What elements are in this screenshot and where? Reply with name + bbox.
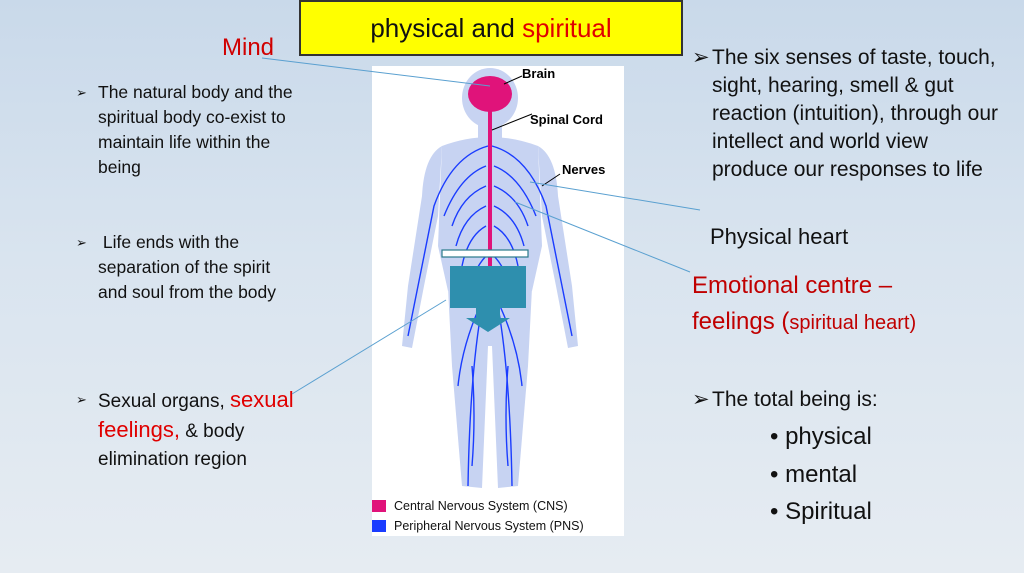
brain-pointer	[503, 75, 523, 85]
title-text-part1: physical and	[370, 12, 523, 43]
arrow-bullet-icon: ➢	[76, 85, 87, 100]
pns-swatch	[372, 520, 386, 532]
cns-swatch	[372, 500, 386, 512]
arrow-bullet-icon: ➢	[76, 392, 87, 407]
nerves-label: Nerves	[562, 162, 605, 177]
title-text-spiritual: spiritual	[522, 12, 612, 43]
nervous-system-figure: Brain Spinal Cord Nerves	[372, 66, 624, 536]
total-being-list: physical mental Spiritual	[770, 418, 872, 531]
left-bullet-2-text: Life ends with the separation of the spi…	[98, 232, 277, 302]
sexual-organs-region-marker	[450, 266, 526, 332]
senses-text: The six senses of taste, touch, sight, h…	[712, 46, 998, 181]
total-being-heading: ➢ The total being is:	[692, 386, 972, 414]
emotional-line-2a: feelings (	[692, 308, 790, 335]
left-bullet-1: ➢ The natural body and the spiritual bod…	[76, 80, 313, 180]
slide-title: physical and spiritual	[299, 0, 683, 56]
emotional-line-2b: spiritual heart)	[789, 312, 917, 334]
legend-cns: Central Nervous System (CNS)	[372, 496, 584, 516]
spinal-cord-label: Spinal Cord	[530, 112, 603, 127]
left-bullet-2: ➢ Life ends with the separation of the s…	[76, 230, 298, 305]
figure-legend: Central Nervous System (CNS) Peripheral …	[372, 496, 584, 536]
left-bullet-3-text-a: Sexual organs,	[98, 391, 231, 412]
left-bullet-3-red: sexual feelings,	[98, 387, 294, 442]
mind-label: Mind	[222, 34, 275, 61]
total-being-text: The total being is:	[712, 388, 878, 411]
total-item-mental: mental	[770, 456, 872, 494]
legend-pns-text: Peripheral Nervous System (PNS)	[394, 519, 584, 533]
arrow-bullet-icon: ➢	[76, 235, 87, 250]
brain-label: Brain	[522, 66, 555, 81]
legend-pns: Peripheral Nervous System (PNS)	[372, 516, 584, 536]
spinal-pointer	[491, 113, 533, 131]
total-item-spiritual: Spiritual	[770, 493, 872, 531]
legend-cns-text: Central Nervous System (CNS)	[394, 499, 568, 513]
arrow-bullet-icon: ➢	[692, 46, 710, 69]
left-bullet-1-text: The natural body and the spiritual body …	[98, 82, 293, 177]
left-bullet-3: ➢ Sexual organs, sexual feelings, & body…	[76, 386, 303, 474]
body-illustration: Brain Spinal Cord Nerves	[402, 66, 605, 488]
left-bullet-3-text-b: & body elimination region	[98, 421, 250, 470]
emotional-centre-marker	[441, 249, 529, 258]
arrow-bullet-icon: ➢	[692, 388, 710, 411]
emotional-line-1: Emotional centre –	[692, 272, 893, 299]
right-bullet-senses: ➢ The six senses of taste, touch, sight,…	[692, 44, 1007, 184]
total-item-physical: physical	[770, 418, 872, 456]
emotional-centre-label: Emotional centre – feelings (spiritual h…	[692, 268, 916, 341]
brain-shape	[468, 76, 512, 112]
physical-heart-label: Physical heart	[710, 224, 849, 249]
